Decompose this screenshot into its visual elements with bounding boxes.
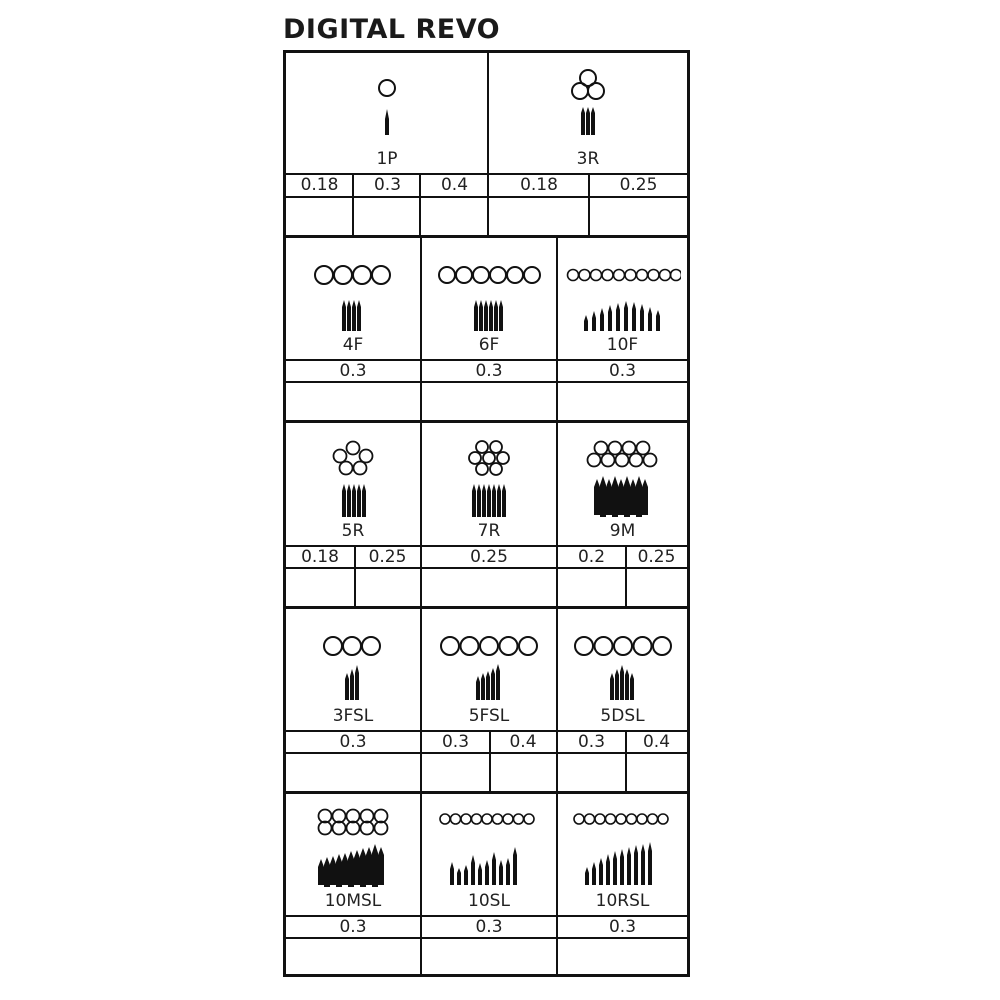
size-value: 0.3 [339,361,367,381]
cell-10MSL: 10MSL 0.3 [286,794,420,974]
cell-7R: 7R 0.25 [422,423,556,606]
cell-3R: 3R 0.18 0.25 [489,53,687,235]
needle-config-chart: 1P 0.18 0.3 0.4 3R [283,50,690,977]
needle-diagram-icon [323,636,381,700]
cell-10SL: 10SL 0.3 [422,794,556,974]
config-name: 5R [341,521,365,541]
config-name: 5DSL [600,706,645,726]
row-4: 3FSL 0.3 [286,609,687,791]
needle-diagram-icon [440,636,538,700]
size-value: 0.3 [475,361,503,381]
size-value: 0.25 [368,547,407,567]
row-1: 1P 0.18 0.3 0.4 3R [286,53,687,235]
cell-1P: 1P 0.18 0.3 0.4 [286,53,488,235]
needle-diagram-icon [572,813,669,885]
cell-10RSL: 10RSL 0.3 [558,794,687,974]
needle-diagram-icon [586,440,657,517]
row-2: 4F 0.3 [286,238,687,420]
needle-diagram-icon [378,79,396,135]
needle-diagram-icon [571,69,605,135]
cell-9M: 9M 0.2 0.25 [558,423,687,606]
size-value: 0.25 [470,547,508,567]
config-name: 10F [606,335,639,355]
size-value: 0.3 [475,917,503,937]
size-value: 0.25 [619,175,658,195]
needle-diagram-icon [317,808,389,887]
cell-4F: 4F 0.3 [286,238,420,420]
cell-10F: 10F 0.3 [558,238,687,420]
row-3: 5R 0.18 0.25 [286,423,687,606]
config-name: 1P [376,149,398,169]
size-value: 0.25 [637,547,676,567]
size-value: 0.3 [339,917,367,937]
size-value: 0.3 [373,175,402,195]
row-5: 10MSL 0.3 [286,794,687,974]
size-value: 0.4 [642,732,671,752]
size-value: 0.3 [608,917,637,937]
needle-diagram-icon [566,268,681,331]
needle-diagram-icon [573,636,672,700]
size-value: 0.3 [608,361,637,381]
needle-diagram-icon [332,440,374,517]
size-value: 0.3 [339,732,367,752]
config-name: 10RSL [595,891,650,911]
chart-title: DIGITAL REVO [283,14,501,45]
size-value: 0.4 [509,732,537,752]
config-name: 4F [342,335,364,355]
config-name: 3R [576,149,600,169]
size-value: 0.18 [301,547,339,567]
config-name: 9M [609,521,636,541]
size-value: 0.3 [441,732,470,752]
size-value: 0.3 [577,732,606,752]
needle-diagram-icon [439,813,535,885]
config-name: 7R [477,521,501,541]
cell-5DSL: 5DSL 0.3 0.4 [558,609,687,791]
cell-5FSL: 5FSL 0.3 0.4 [422,609,556,791]
size-value: 0.18 [520,175,558,195]
size-value: 0.18 [300,175,339,195]
size-value: 0.2 [577,547,606,567]
needle-diagram-icon [314,265,391,331]
config-name: 6F [478,335,500,355]
cell-5R: 5R 0.18 0.25 [286,423,420,606]
cell-6F: 6F 0.3 [422,238,556,420]
cell-3FSL: 3FSL 0.3 [286,609,420,791]
config-name: 10SL [468,891,510,911]
config-name: 5FSL [468,706,510,726]
size-value: 0.4 [440,175,469,195]
needle-diagram-icon [468,440,510,517]
config-name: 10MSL [324,891,382,911]
config-name: 3FSL [332,706,374,726]
needle-diagram-icon [438,266,541,331]
